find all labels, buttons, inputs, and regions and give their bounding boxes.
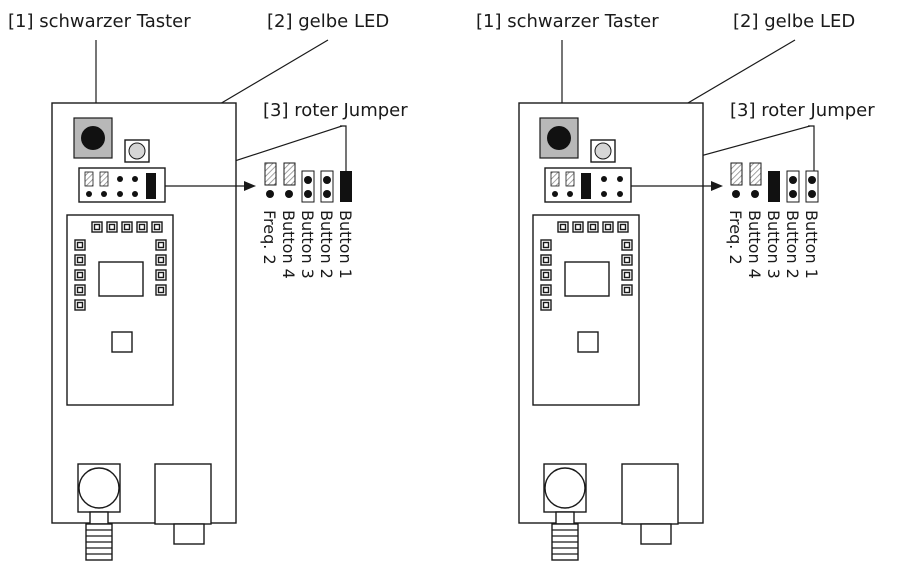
module-chip (98, 261, 144, 297)
led-icon (128, 142, 146, 160)
pin-dot (751, 190, 759, 198)
taster-button-icon (547, 126, 571, 150)
pin-label: Freq. 2 (260, 210, 279, 265)
pin-dot (808, 190, 816, 198)
pin-col-button4 (283, 162, 296, 186)
pin-label: Button 2 (317, 210, 336, 279)
jumper-block (146, 173, 156, 199)
pin-label: Button 3 (298, 210, 317, 279)
power-jack (621, 463, 679, 525)
antenna-connector-icon (544, 467, 586, 509)
pin-label: Button 1 (336, 210, 355, 279)
pin-col-freq2 (264, 162, 277, 186)
pin-dot (304, 190, 312, 198)
pin-dot (86, 191, 92, 197)
power-jack-plug (173, 523, 205, 545)
pin-label: Button 3 (764, 210, 783, 279)
pin-dot (789, 176, 797, 184)
pin-label: Button 4 (745, 210, 764, 279)
module-pads-left (540, 239, 552, 311)
pin-dot (789, 190, 797, 198)
pin-dot (304, 176, 312, 184)
antenna-neck (89, 511, 109, 525)
diagram-left: [1] schwarzer Taster [2] gelbe LED [3] r… (8, 11, 408, 561)
pin-dot (617, 176, 623, 182)
taster-button-icon (81, 126, 105, 150)
pin-dot (808, 176, 816, 184)
pin-label: Freq. 2 (726, 210, 745, 265)
power-jack (154, 463, 212, 525)
label-taster: [1] schwarzer Taster (476, 11, 659, 32)
pin-col-button3-jumper (768, 171, 780, 202)
antenna-connector-icon (78, 467, 120, 509)
pin-dot (117, 176, 123, 182)
pin-dot (567, 191, 573, 197)
module-pads-right (155, 239, 167, 296)
pin-dot (601, 176, 607, 182)
hatch-pin (565, 171, 575, 187)
label-led: [2] gelbe LED (267, 11, 389, 32)
module-pads-right (621, 239, 633, 296)
pin-dot (132, 176, 138, 182)
label-jumper: [3] roter Jumper (263, 100, 408, 121)
module-square (111, 331, 133, 353)
arrow-head-icon (711, 181, 723, 191)
leader-jumper-a (808, 125, 815, 172)
pin-dot (101, 191, 107, 197)
pin-dot (552, 191, 558, 197)
antenna-neck (555, 511, 575, 525)
diagram-right: [1] schwarzer Taster [2] gelbe LED [3] r… (476, 11, 875, 561)
label-led: [2] gelbe LED (733, 11, 855, 32)
pin-dot (617, 191, 623, 197)
power-jack-plug (640, 523, 672, 545)
pin-dot (323, 176, 331, 184)
hatch-pin (550, 171, 560, 187)
module-chip (564, 261, 610, 297)
module-pads-top (91, 221, 163, 233)
pin-label: Button 4 (279, 210, 298, 279)
pin-dot (117, 191, 123, 197)
pin-dot (732, 190, 740, 198)
jumper-block (581, 173, 591, 199)
module-pads-top (557, 221, 629, 233)
pin-col-button4 (749, 162, 762, 186)
hatch-pin (84, 171, 94, 187)
led-icon (594, 142, 612, 160)
module-square (577, 331, 599, 353)
pin-col-button1-jumper (340, 171, 352, 202)
hatch-pin (99, 171, 109, 187)
label-taster: [1] schwarzer Taster (8, 11, 191, 32)
label-jumper: [3] roter Jumper (730, 100, 875, 121)
pin-label: Button 2 (783, 210, 802, 279)
pin-dot (323, 190, 331, 198)
pin-dot (285, 190, 293, 198)
pin-dot (266, 190, 274, 198)
pin-label: Button 1 (802, 210, 821, 279)
module-pads-left (74, 239, 86, 311)
pin-dot (132, 191, 138, 197)
arrow-head-icon (244, 181, 256, 191)
pin-col-freq2 (730, 162, 743, 186)
leader-jumper-a (340, 125, 347, 172)
pin-dot (601, 191, 607, 197)
